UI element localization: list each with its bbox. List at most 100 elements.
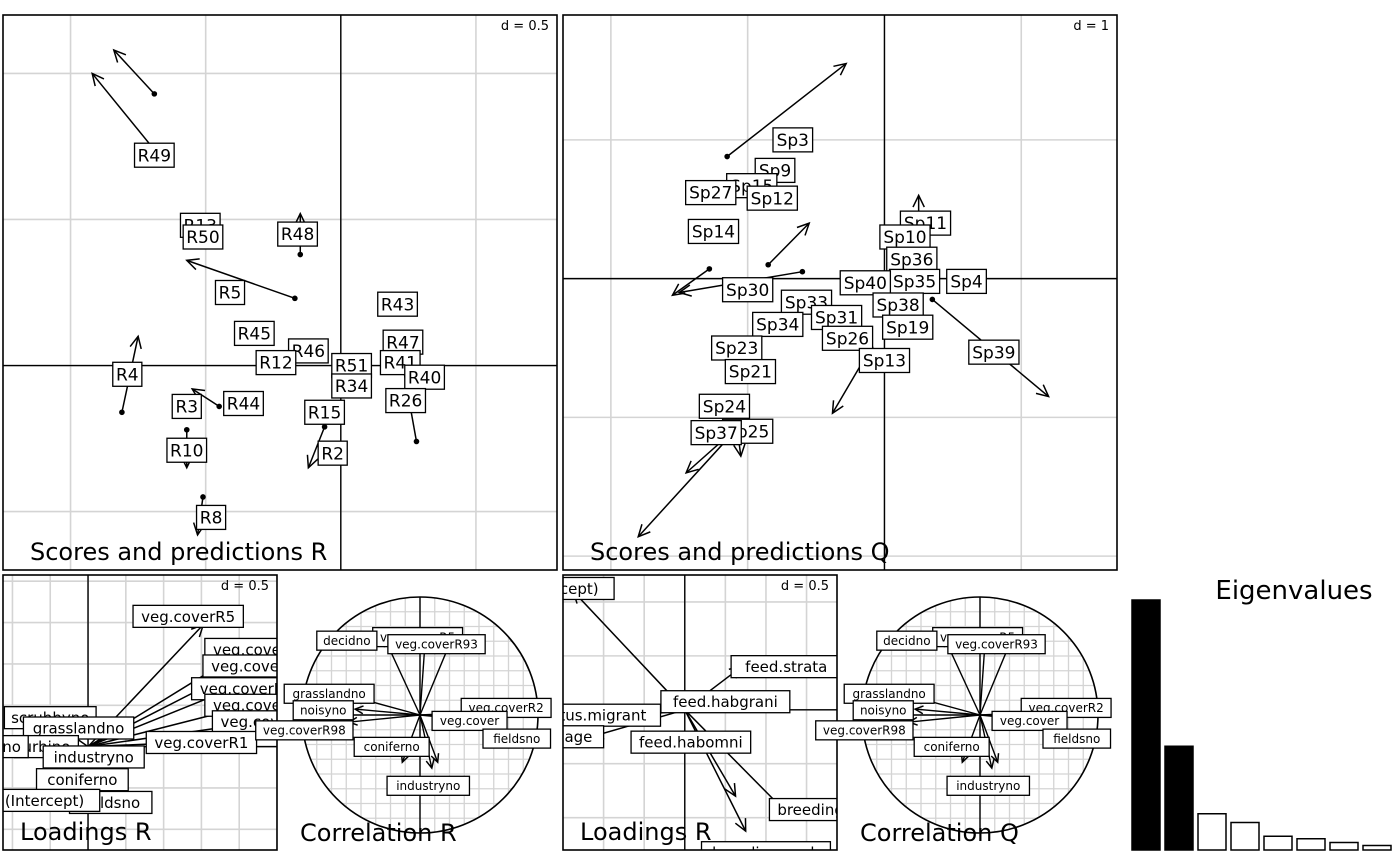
label-9-box — [353, 736, 430, 758]
label-18: R15 — [308, 403, 341, 423]
arrow-head-3 — [677, 284, 692, 297]
label-8-box — [886, 246, 938, 272]
label-20: Sp13 — [863, 352, 906, 372]
label-10-box — [386, 775, 471, 796]
label-2-box — [660, 690, 791, 714]
arrow-head-5 — [1035, 384, 1050, 398]
point-2 — [151, 91, 158, 97]
label-1: feed.strata — [745, 658, 827, 676]
arrow-line-4 — [355, 708, 421, 716]
label-12-box — [404, 364, 446, 390]
label-6-box — [768, 797, 837, 822]
label-6: R45 — [238, 325, 271, 345]
label-3: grasslandno — [293, 687, 366, 701]
label-0: R49 — [138, 146, 171, 166]
label-10-box — [946, 775, 1031, 796]
label-2-box — [202, 654, 277, 678]
label-17: R26 — [389, 392, 422, 412]
scale-label-loadings-r-1: d = 0.5 — [221, 579, 269, 594]
arrow-line-0 — [726, 62, 847, 158]
label-14: (Intercept) — [5, 792, 84, 810]
label-4: R5 — [219, 284, 242, 304]
point-1 — [706, 266, 713, 272]
arrow-head-8 — [430, 753, 440, 764]
label-10: noiseno — [0, 738, 21, 756]
label-9-box — [913, 736, 990, 758]
label-0-box — [132, 604, 244, 629]
point-0 — [292, 295, 298, 302]
panel-title-scores-q: Scores and predictions Q — [590, 538, 890, 566]
label-6: veg.coverR1 — [154, 734, 248, 752]
eigen-bar-5 — [1263, 835, 1293, 851]
label-10: Sp4 — [950, 273, 982, 293]
eigen-bar-3 — [1197, 813, 1227, 851]
arrow-line-9 — [307, 426, 326, 469]
panel-title-scores-r: Scores and predictions R — [30, 538, 327, 566]
label-19-box — [710, 335, 763, 361]
eigen-bar-4 — [1230, 821, 1260, 851]
point-5 — [929, 296, 936, 303]
arrow-line-5 — [909, 714, 981, 723]
arrow-head-0 — [185, 258, 200, 271]
arrow-head-0 — [833, 62, 848, 76]
label-1-box — [316, 630, 378, 651]
label-2: feed.habgrani — [673, 693, 778, 711]
label-12: Sp40 — [844, 274, 887, 294]
panel-title-correlation-r: Correlation R — [300, 819, 457, 847]
label-9: R12 — [259, 354, 292, 374]
label-7: R47 — [386, 333, 419, 353]
label-3: R48 — [281, 225, 314, 245]
label-7-box — [431, 710, 508, 732]
label-25: Sp37 — [695, 424, 738, 444]
point-6 — [216, 403, 222, 410]
label-12: coniferno — [47, 771, 117, 789]
eigen-bar-6 — [1296, 838, 1326, 851]
label-11-box — [721, 277, 774, 303]
panel-scores-r: R49R13R50R48R5R43R45R47R46R12R51R41R40R4… — [2, 14, 558, 571]
arrow-line-2 — [113, 49, 155, 95]
label-19: R10 — [170, 441, 203, 461]
label-10: industryno — [396, 779, 460, 793]
arrow-line-1 — [91, 72, 153, 147]
label-5: veg.coverR98 — [823, 724, 906, 738]
panel-frame — [2, 574, 278, 851]
label-9-box — [888, 268, 941, 295]
arrow-line-7 — [684, 709, 747, 832]
label-5-box — [630, 730, 752, 754]
label-1: decidno — [323, 634, 371, 648]
label-4: Sp27 — [689, 184, 732, 204]
label-25-box — [690, 419, 742, 446]
label-3: grasslandno — [853, 687, 926, 701]
arrow-head-7 — [684, 460, 699, 475]
label-12: R40 — [408, 368, 441, 388]
panel-title-correlation-q: Correlation Q — [860, 819, 1019, 847]
label-4-box — [292, 700, 354, 721]
label-0-box — [772, 127, 814, 153]
label-17-box — [881, 314, 934, 340]
label-2: R50 — [186, 228, 219, 248]
label-10-box — [946, 268, 987, 295]
label-14-box — [3, 788, 101, 813]
label-2-box — [387, 634, 486, 655]
label-20: R2 — [321, 444, 344, 464]
label-3: Sp12 — [751, 189, 794, 209]
point-4 — [119, 409, 125, 416]
label-7-box — [879, 224, 931, 250]
label-2-box — [182, 224, 224, 250]
label-0: Sp3 — [777, 131, 809, 151]
label-2-box — [947, 634, 1046, 655]
label-8: grasslandno — [33, 719, 125, 737]
eigen-bar-1 — [1131, 599, 1161, 851]
label-3: status.migrant — [536, 707, 646, 725]
label-15-box — [171, 393, 202, 420]
arrow-line-2 — [419, 643, 451, 716]
eigen-bar-8 — [1362, 844, 1392, 851]
label-20-box — [317, 440, 348, 466]
label-13: R4 — [116, 365, 139, 385]
label-6-box — [233, 320, 275, 347]
label-23-box — [698, 393, 751, 419]
label-6-box — [145, 730, 258, 755]
label-21-box — [195, 504, 227, 531]
arrow-line-1 — [671, 268, 710, 296]
label-9: coniferno — [364, 740, 420, 754]
